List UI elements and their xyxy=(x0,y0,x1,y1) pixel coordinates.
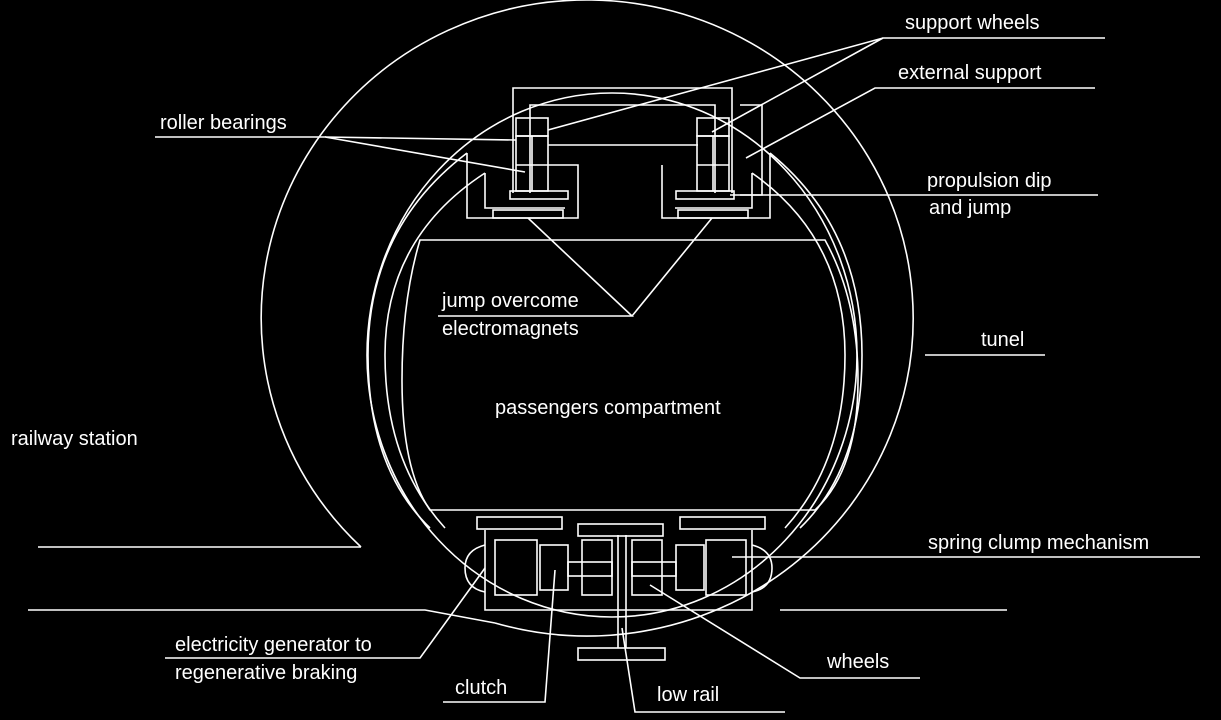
station-platform-lower xyxy=(28,609,496,624)
vehicle-inner-shell xyxy=(384,172,846,529)
tunnel-outer-wall xyxy=(260,0,914,637)
upper-external-support xyxy=(512,87,733,193)
label-tunel: tunel xyxy=(981,329,1024,351)
label-roller-bearings: roller bearings xyxy=(160,112,287,134)
left-support-wheel-top xyxy=(515,117,549,137)
label-propulsion-dip-2: and jump xyxy=(929,197,1011,219)
tunnel-inner-wall xyxy=(366,92,858,618)
label-support-wheels: support wheels xyxy=(905,12,1040,34)
right-clutch xyxy=(675,544,705,591)
lower-plate-center xyxy=(577,523,664,537)
right-axle xyxy=(631,561,677,577)
upper-support-inner xyxy=(529,104,716,193)
leader-clutch xyxy=(443,569,556,703)
low-rail-web xyxy=(617,535,627,648)
low-rail-foot xyxy=(577,647,666,661)
label-spring-clump: spring clump mechanism xyxy=(928,532,1149,554)
lower-plate-right xyxy=(679,516,766,530)
label-generator-1: electricity generator to xyxy=(175,634,372,656)
label-passengers-compartment: passengers compartment xyxy=(495,397,721,419)
label-railway-station: railway station xyxy=(11,428,138,450)
label-clutch: clutch xyxy=(455,677,507,699)
vehicle-outer-shell xyxy=(367,152,863,529)
passenger-compartment xyxy=(401,239,859,511)
right-spring-clamp xyxy=(751,544,773,593)
lower-plate-left xyxy=(476,516,563,530)
leader-low-rail xyxy=(621,627,785,713)
left-electromagnet xyxy=(492,209,564,219)
left-axle xyxy=(567,561,613,577)
left-bearing-plate xyxy=(509,190,569,200)
right-bearing-plate xyxy=(675,190,735,200)
left-spring-clamp xyxy=(464,544,486,593)
right-generator xyxy=(705,539,747,596)
label-low-rail: low rail xyxy=(657,684,719,706)
left-generator xyxy=(494,539,538,596)
leader-support-wheels xyxy=(547,37,1105,133)
label-wheels: wheels xyxy=(826,651,889,673)
label-generator-2: regenerative braking xyxy=(175,662,357,684)
leader-external-support xyxy=(745,87,1095,159)
right-roller-divider xyxy=(697,136,729,191)
left-wheel xyxy=(581,539,613,596)
leader-generator xyxy=(165,567,486,659)
propulsion-dip-track xyxy=(740,104,763,196)
right-electromagnet xyxy=(677,209,749,219)
left-roller-divider xyxy=(516,136,548,191)
label-external-support: external support xyxy=(898,62,1042,84)
leader-roller-bearings xyxy=(155,136,526,173)
label-propulsion-dip-1: propulsion dip xyxy=(927,170,1052,192)
right-support-wheel-top xyxy=(696,117,730,137)
leader-wheels xyxy=(649,584,920,679)
label-jump-overcome-1: jump overcome xyxy=(441,290,579,312)
label-jump-overcome-2: electromagnets xyxy=(442,318,579,340)
leader-jump-overcome xyxy=(438,217,713,317)
right-wheel xyxy=(631,539,663,596)
